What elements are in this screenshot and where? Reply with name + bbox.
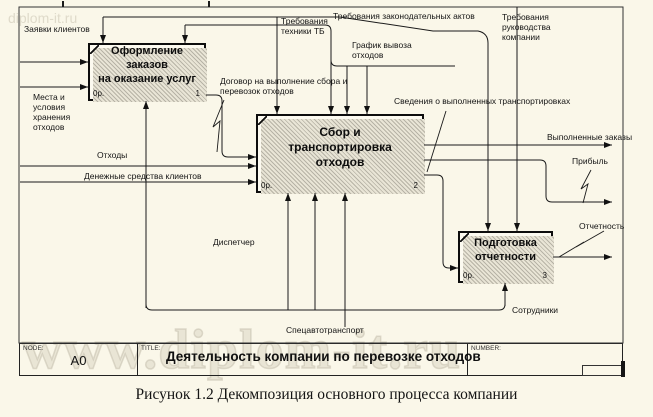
frame-corner-bar [621, 361, 625, 377]
activity-box-3-number: 3 [542, 271, 547, 280]
activity-box-3-cost: 0р. [463, 271, 475, 280]
squiggle-reporting [558, 230, 605, 258]
label-special-transport: Спецавтотранспорт [286, 325, 364, 335]
arrow-contract [206, 94, 256, 160]
node-cell: NODE: A0 [20, 344, 138, 375]
activity-box-1-title: Оформление заказов на оказание услуг [98, 45, 196, 85]
label-client-money: Денежные средства клиентов [84, 171, 202, 181]
title-cell: TITLE: Деятельность компании по перевозк… [138, 344, 481, 375]
label-legislation: Требования законодательных актов [333, 11, 475, 21]
label-dispatcher: Диспетчер [213, 237, 255, 247]
squiggle-profit [580, 169, 592, 204]
activity-box-2-cost: 0р. [261, 181, 273, 190]
activity-box-2: Сбор и транспортировка отходов 0р. 2 [256, 114, 425, 194]
label-waste: Отходы [97, 150, 128, 160]
label-client-requests: Заявки клиентов [24, 24, 90, 34]
activity-box-1: Оформление заказов на оказание услуг 0р.… [88, 43, 207, 102]
label-waste-schedule: График вывоза отходов [352, 40, 412, 61]
label-contract: Договор на выполнение сбора и перевозок … [220, 76, 348, 97]
mechanism-trunk [145, 303, 506, 311]
label-completed-orders: Выполненные заказы [547, 132, 633, 142]
title-block: NODE: A0 TITLE: Деятельность компании по… [19, 343, 623, 376]
activity-box-1-cost: 0р. [93, 89, 105, 98]
number-small-box [582, 365, 622, 376]
label-profit: Прибыль [572, 156, 608, 166]
label-reporting: Отчетность [579, 221, 625, 231]
arrow-transport-info [424, 174, 458, 271]
label-storage-conditions: Места и условия хранения отходов [33, 92, 71, 133]
line-waste-schedule [330, 59, 455, 67]
number-cell: NUMBER: [468, 344, 622, 375]
label-management: Требования руководства компании [502, 12, 551, 43]
activity-box-3-title: Подготовка отчетности [474, 237, 537, 263]
activity-box-2-number: 2 [413, 181, 418, 190]
node-tag: NODE: [23, 345, 44, 352]
activity-box-2-title: Сбор и транспортировка отходов [288, 125, 392, 169]
squiggle-transport-info [426, 110, 447, 173]
label-safety-rules: Требования техники ТБ [281, 16, 328, 37]
diagram-title: Деятельность компании по перевозке отход… [166, 349, 481, 364]
node-value: A0 [70, 353, 87, 368]
activity-box-3: Подготовка отчетности 0р. 3 [458, 231, 554, 284]
figure-caption: Рисунок 1.2 Декомпозиция основного проце… [135, 386, 518, 403]
title-tag: TITLE: [141, 345, 161, 352]
label-staff: Сотрудники [512, 305, 559, 315]
label-transport-info: Сведения о выполненных транспортировках [394, 96, 571, 106]
arrow-profit [424, 159, 612, 205]
squiggle-contract [212, 99, 225, 153]
number-tag: NUMBER: [471, 345, 501, 352]
activity-box-1-number: 1 [195, 89, 200, 98]
